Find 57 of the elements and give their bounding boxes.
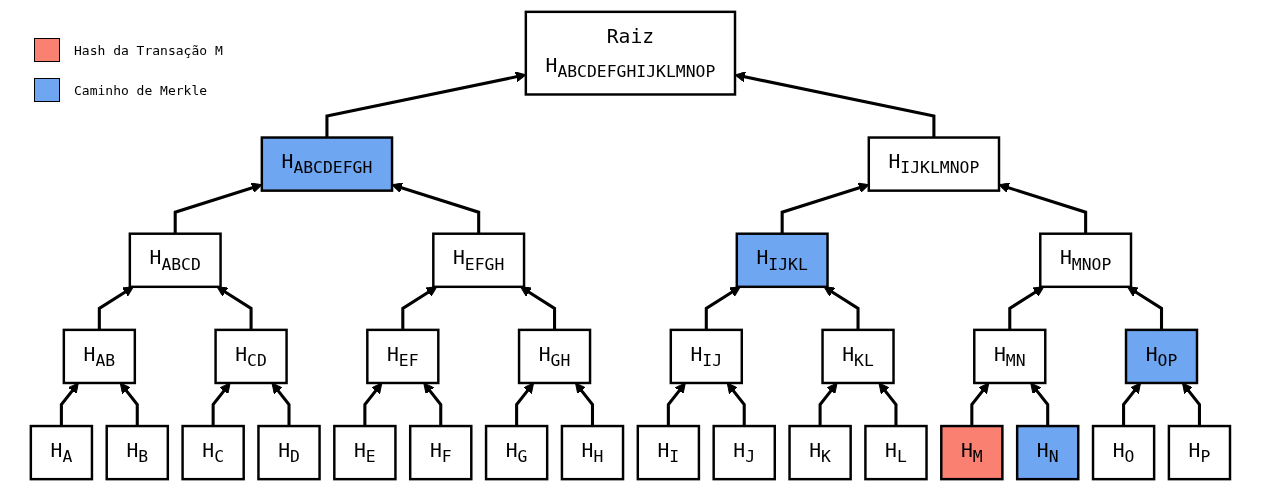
node-box: H$_{GH}$ [517, 328, 592, 385]
node-box: Raiz H$_{ABCDEFGHIJKLMNOP}$ [524, 10, 737, 96]
node-box: H$_{KL}$ [821, 328, 895, 385]
arrow [1127, 286, 1164, 330]
arrow [575, 382, 595, 427]
arrow [97, 286, 134, 330]
node-box: H$_{AB}$ [62, 328, 137, 385]
node-box: H$_{A}$ [29, 424, 94, 481]
node-box: H$_{J}$ [712, 424, 777, 481]
arrow [520, 286, 557, 330]
arrow [1182, 382, 1202, 427]
arrow [666, 382, 686, 427]
arrow [1030, 382, 1050, 427]
node-box: H$_{ABCD}$ [128, 232, 222, 289]
arrow [211, 382, 231, 427]
node-box: H$_{L}$ [864, 424, 928, 481]
node-box: H$_{CD}$ [214, 328, 288, 385]
node-box: H$_{IJKLMNOP}$ [867, 136, 1001, 192]
arrow [363, 382, 383, 427]
node-box: H$_{K}$ [788, 424, 852, 481]
arrow [515, 382, 535, 427]
node-box: H$_{F}$ [409, 424, 473, 481]
arrow [970, 382, 990, 427]
node-box: H$_{IJ}$ [669, 328, 744, 385]
node-box: H$_{B}$ [105, 424, 170, 481]
node-box: H$_{M}$ [940, 424, 1004, 481]
arrow [878, 382, 898, 427]
node-box: H$_{N}$ [1016, 424, 1080, 481]
arrow [704, 286, 741, 330]
node-box: H$_{D}$ [257, 424, 321, 481]
node-box: H$_{MN}$ [973, 328, 1047, 385]
node-box: H$_{ABCDEFGH}$ [260, 136, 394, 192]
node-box: H$_{OP}$ [1124, 328, 1199, 385]
node-box: H$_{G}$ [484, 424, 549, 481]
node-box: H$_{O}$ [1091, 424, 1156, 481]
node-box: H$_{C}$ [181, 424, 245, 481]
node-box: H$_{IJKL}$ [735, 232, 829, 289]
node-box: H$_{EFGH}$ [432, 232, 526, 289]
arrow [726, 382, 746, 427]
node-box: H$_{MNOP}$ [1039, 232, 1133, 289]
node-box: H$_{I}$ [636, 424, 701, 481]
arrow [401, 286, 438, 330]
arrow [1008, 286, 1045, 330]
arrow [818, 382, 838, 427]
arrow [423, 382, 443, 427]
legend-text: Caminho de Merkle [74, 82, 208, 98]
node-box: H$_{H}$ [560, 424, 625, 481]
arrow [119, 382, 139, 427]
legend-text: Hash da Transação M [74, 42, 223, 58]
arrow [823, 286, 860, 330]
node-box: H$_{E}$ [333, 424, 397, 481]
arrow [216, 286, 253, 330]
node-box: H$_{P}$ [1167, 424, 1232, 481]
arrow [1122, 382, 1142, 427]
arrow [271, 382, 291, 427]
arrow [59, 382, 79, 427]
node-box: H$_{EF}$ [366, 328, 440, 385]
